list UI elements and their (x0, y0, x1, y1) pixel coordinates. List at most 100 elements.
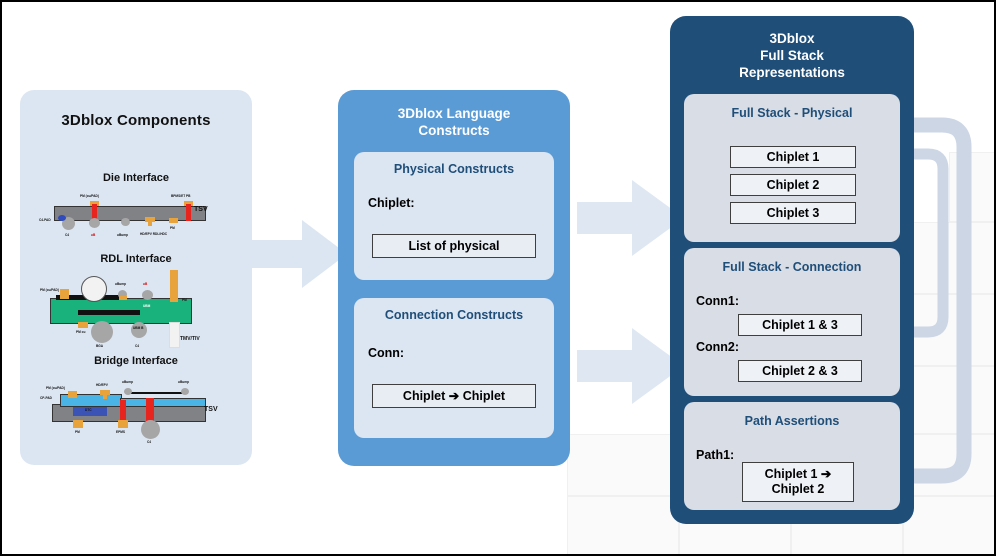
bg-grid-cell (903, 222, 994, 294)
bridge-label-epms: EPMS (116, 430, 126, 434)
bg-grid-cell (949, 152, 994, 222)
bg-grid-cell (903, 366, 994, 434)
rdl-bga-pad (78, 322, 88, 328)
bridge-hdepv (100, 390, 110, 395)
panel-full-stack-representations: 3Dblox Full Stack Representations Full S… (670, 16, 914, 524)
rdl-ubump (118, 290, 127, 299)
panel-language-constructs: 3Dblox Language Constructs Physical Cons… (338, 90, 570, 466)
right-panel-title-line2: Full Stack (760, 48, 824, 63)
rdl-ubump-pad (119, 296, 127, 300)
bridge-interface-illustration: PM (cu/PAD) HD/EPV uBump uBump CP-PAD DT… (38, 370, 238, 445)
bg-grid-cell (903, 496, 994, 554)
bridge-label-tsv: TSV (204, 406, 218, 413)
die-label-cp-pad: C4-PAD (39, 218, 51, 222)
bridge-c4 (141, 420, 160, 439)
bridge-label-c4: C4 (147, 440, 152, 444)
rdl-label-pm: PM (182, 298, 187, 302)
bridge-ubump-1 (124, 388, 132, 395)
subpanel-path-assertions: Path Assertions Path1: Chiplet 1 ➔ Chipl… (684, 402, 900, 510)
bg-grid-cell (567, 434, 679, 496)
die-pm-pad (169, 218, 178, 223)
rdl-interface-caption: RDL Interface (100, 253, 172, 265)
die-c4-bump (62, 217, 75, 230)
die-label-tsv: TSV (194, 206, 208, 213)
rdl-label-pm-cupad: PM (cu/PAD) (40, 288, 59, 292)
die-tsv-pillar (186, 204, 191, 221)
rdl-c4 (131, 322, 147, 338)
physical-constructs-label: Chiplet: (368, 196, 415, 210)
bridge-ubump-2 (181, 388, 189, 395)
die-ub-bump (89, 218, 100, 228)
chiplet-3-box[interactable]: Chiplet 3 (730, 202, 856, 224)
right-panel-title-line1: 3Dblox (769, 31, 815, 46)
rdl-trace-bottom (78, 310, 140, 315)
bg-grid-cell (903, 294, 994, 366)
bridge-red-pillar-1 (120, 400, 126, 424)
bridge-interface-caption: Bridge Interface (94, 355, 178, 367)
die-hdepv-stem (148, 221, 152, 226)
bridge-dtc (73, 407, 107, 416)
left-panel-title: 3Dblox Components (61, 112, 211, 129)
bridge-label-pm-cupad: PM (cu/PAD) (46, 386, 65, 390)
mid-panel-title-line2: Constructs (418, 123, 490, 138)
die-label-pm: PM (170, 226, 175, 230)
die-ubump (121, 218, 130, 226)
conn2-box[interactable]: Chiplet 2 & 3 (738, 360, 862, 382)
rdl-label-ubm-center: UBM (143, 304, 151, 308)
bridge-red-pillar-2 (146, 398, 154, 424)
bridge-label-pm: PM (75, 430, 80, 434)
chiplet-2-box[interactable]: Chiplet 2 (730, 174, 856, 196)
full-stack-physical-heading: Full Stack - Physical (731, 106, 853, 120)
connection-constructs-heading: Connection Constructs (384, 308, 524, 322)
die-hdepv (145, 217, 155, 222)
die-label-bpms: BPMS/ET PB (171, 194, 191, 198)
rdl-sphere (81, 276, 107, 302)
rdl-ub (142, 290, 153, 300)
mid-panel-title-line1: 3Dblox Language (397, 106, 511, 121)
panel-3dblox-components: 3Dblox Components Die Interface PM (cu/P… (20, 90, 252, 465)
physical-constructs-heading: Physical Constructs (393, 162, 515, 176)
bridge-hdepv-stem (103, 394, 107, 399)
rdl-label-ub: uB (143, 282, 148, 286)
subpanel-connection-constructs: Connection Constructs Conn: Chiplet ➔ Ch… (354, 298, 554, 438)
die-label-c4: C4 (65, 233, 70, 237)
die-substrate (54, 206, 206, 221)
rdl-interface-illustration: PM (cu/PAD) uBump uB PM UBM PM cu BGA C4… (38, 268, 238, 350)
bridge-pm-pad (73, 420, 83, 428)
bridge-cyan-right (120, 398, 206, 407)
rdl-pm-pillar (170, 270, 178, 302)
subpanel-full-stack-connection: Full Stack - Connection Conn1: Chiplet 1… (684, 248, 900, 396)
bridge-label-ubump-1: uBump (122, 380, 133, 384)
path1-label: Path1: (696, 448, 735, 462)
full-stack-connection-heading: Full Stack - Connection (722, 260, 862, 274)
rdl-label-pm-cu: PM cu (76, 330, 86, 334)
conn1-box[interactable]: Chiplet 1 & 3 (738, 314, 862, 336)
die-label-hdepv: HD/EPV RDL/HDC (140, 232, 168, 236)
chiplet-1-box[interactable]: Chiplet 1 (730, 146, 856, 168)
connection-constructs-label: Conn: (368, 346, 405, 360)
die-interface-illustration: PM (cu/PAD) BPMS/ET PB C4-PAD C4 uB uBum… (38, 188, 238, 250)
bg-grid-cell (567, 496, 679, 554)
connection-constructs-box[interactable]: Chiplet ➔ Chiplet (372, 384, 536, 408)
subpanel-physical-constructs: Physical Constructs Chiplet: List of phy… (354, 152, 554, 280)
bridge-trace (126, 392, 188, 394)
path1-box-line1: Chiplet 1 ➔ (764, 467, 832, 481)
rdl-label-c4: C4 (135, 344, 140, 348)
rdl-label-bga: BGA (96, 344, 104, 348)
die-label-pm-cupad: PM (cu/PAD) (80, 194, 99, 198)
path1-box-line2: Chiplet 2 (771, 482, 825, 496)
physical-constructs-box[interactable]: List of physical (372, 234, 536, 258)
arrow-components-to-language (252, 220, 347, 288)
path-assertions-heading: Path Assertions (744, 414, 840, 428)
rdl-label-tmvtiv: TMV/TIV (180, 336, 200, 342)
die-label-ub: uB (91, 233, 96, 237)
conn2-label: Conn2: (696, 340, 740, 354)
path1-box[interactable]: Chiplet 1 ➔ Chiplet 2 (742, 462, 854, 502)
bridge-epms-pad (118, 420, 128, 428)
bridge-label-ubump-2: uBump (178, 380, 189, 384)
rdl-pad-left (60, 289, 69, 299)
arrow-language-to-physical (577, 180, 684, 256)
bridge-label-hdepv: HD/EPV (96, 383, 108, 387)
die-interface-caption: Die Interface (102, 172, 170, 184)
